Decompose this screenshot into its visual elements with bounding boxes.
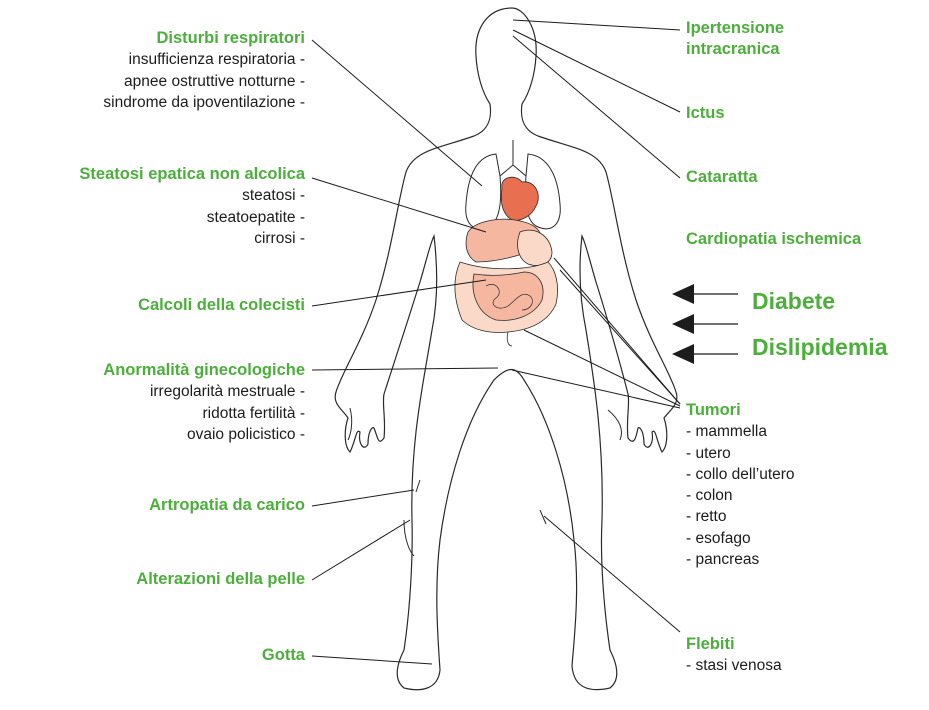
tumori-item: - collo dell’utero [686,464,795,485]
label-calcoli: Calcoli della colecisti [138,296,305,315]
label-dislipidemia: Dislipidemia [752,334,887,361]
tumori-item: - utero [686,443,795,464]
body-outline [335,8,677,690]
label-gotta: Gotta [262,646,305,665]
flebiti-item: - stasi venosa [686,655,782,676]
respiratori-item: sindrome da ipoventilazione - [103,92,305,113]
respiratori-item: apnee ostruttive notturne - [103,71,305,92]
label-diabete: Diabete [752,288,835,315]
arrow-3 [672,344,694,364]
disturbi-respiratori-title: Disturbi respiratori [103,28,305,49]
tumori-item: - mammella [686,421,795,442]
ipertensione-line2: intracranica [686,39,784,60]
respiratori-item: insufficienza respiratoria - [103,49,305,70]
arrows [672,284,738,364]
label-steatosi: Steatosi epatica non alcolica steatosi -… [79,164,305,249]
steatosi-title: Steatosi epatica non alcolica [79,164,305,185]
label-ipertensione: Ipertensione intracranica [686,18,784,61]
label-pelle: Alterazioni della pelle [136,570,305,589]
steatosi-item: steatosi - [79,185,305,206]
label-ictus: Ictus [686,104,725,123]
ipertensione-line1: Ipertensione [686,18,784,39]
tumori-item: - pancreas [686,549,795,570]
steatosi-item: cirrosi - [79,228,305,249]
label-disturbi-respiratori: Disturbi respiratori insufficienza respi… [103,28,305,113]
tumori-item: - colon [686,485,795,506]
label-cataratta: Cataratta [686,168,758,187]
label-flebiti: Flebiti - stasi venosa [686,634,782,677]
arrow-2 [672,314,694,334]
gineco-item: ridotta fertilità - [103,403,305,424]
label-ginecologiche: Anormalità ginecologiche irregolarità me… [103,360,305,445]
gineco-title: Anormalità ginecologiche [103,360,305,381]
label-artropatia: Artropatia da carico [149,496,305,515]
arrow-1 [672,284,694,304]
tumori-title: Tumori [686,400,795,421]
label-tumori: Tumori - mammella - utero - collo dell’u… [686,400,795,570]
tumori-item: - esofago [686,528,795,549]
gineco-item: irregolarità mestruale - [103,381,305,402]
flebiti-title: Flebiti [686,634,782,655]
label-cardiopatia: Cardiopatia ischemica [686,230,861,249]
gineco-item: ovaio policistico - [103,424,305,445]
tumori-item: - retto [686,506,795,527]
steatosi-item: steatoepatite - [79,207,305,228]
